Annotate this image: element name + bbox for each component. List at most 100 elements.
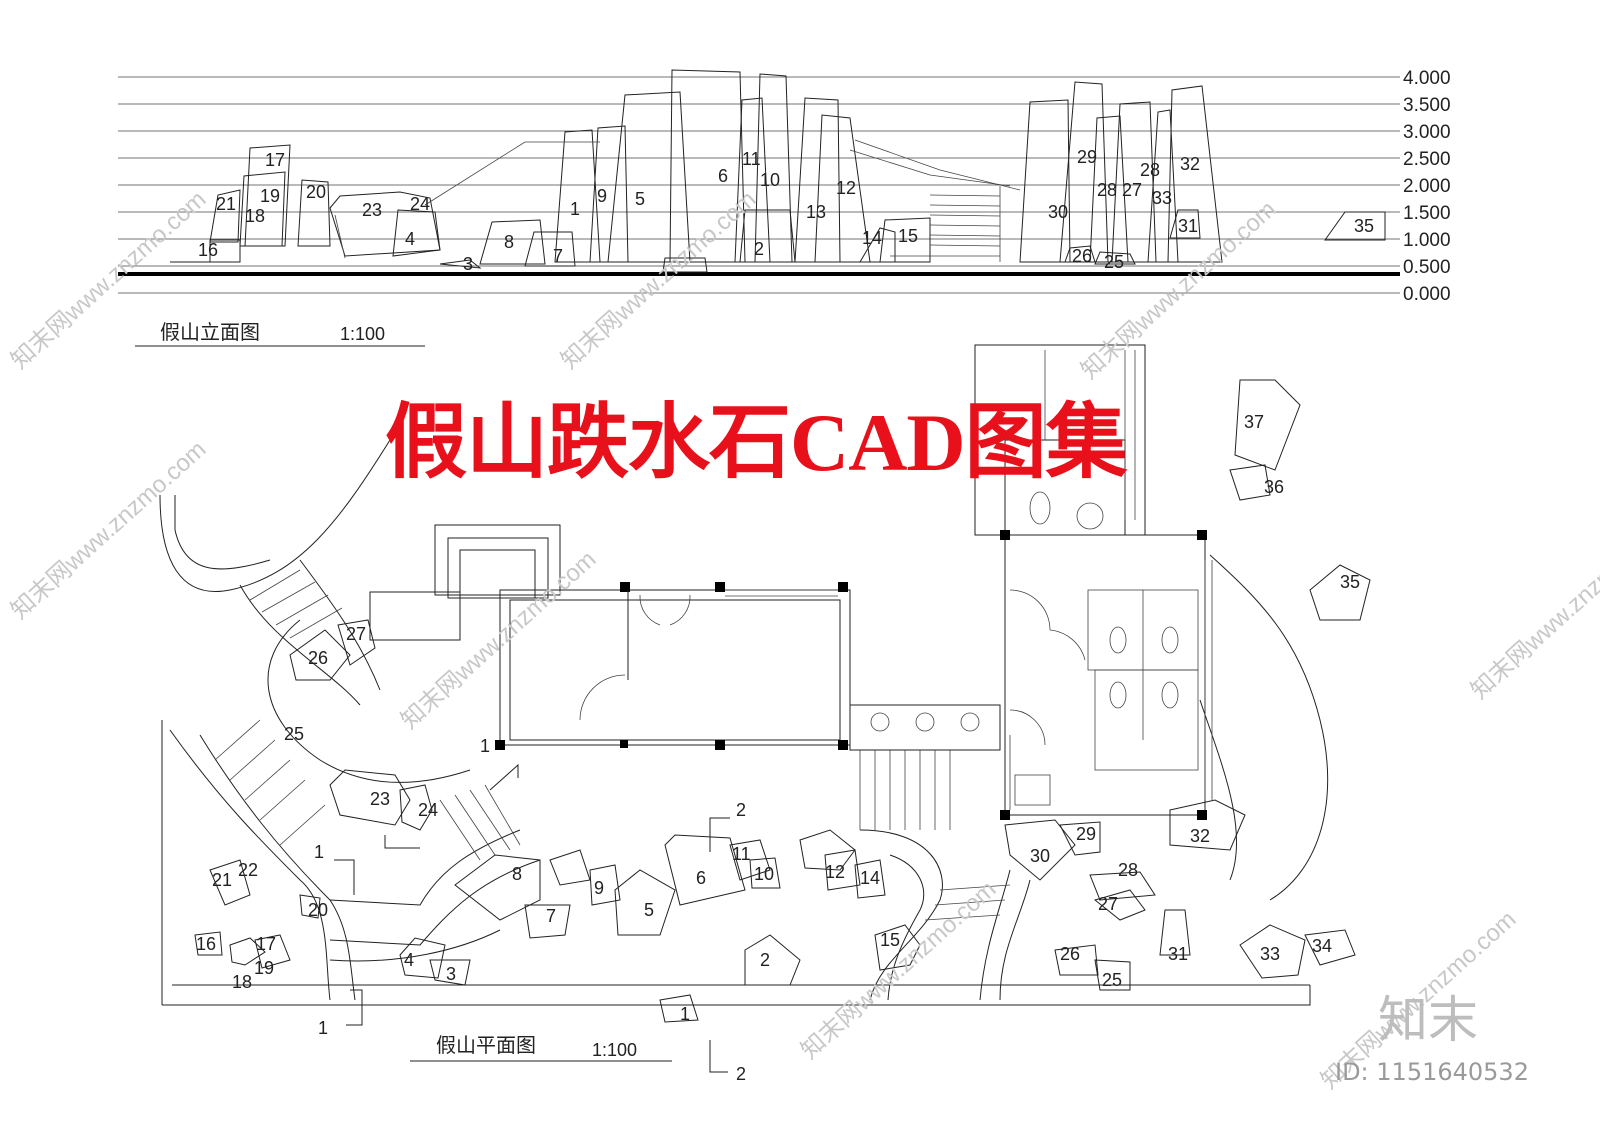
elev-stone-19: 19 (260, 186, 280, 206)
elev-stone-2: 2 (754, 239, 764, 259)
plan-stone-30: 30 (1030, 846, 1050, 866)
plan-stone-14: 14 (860, 868, 880, 888)
plan-stone-24: 24 (418, 800, 438, 820)
elev-stone-8: 8 (504, 232, 514, 252)
elev-stone-32: 32 (1180, 154, 1200, 174)
level-labels: 4.000 3.500 3.000 2.500 2.000 1.500 1.00… (1403, 68, 1451, 305)
plan-stone-7: 7 (546, 906, 556, 926)
watermark-text: 知末网www.znzmo.com (796, 876, 1001, 1065)
plan-stone-27: 27 (346, 624, 366, 644)
plan-stone-16: 16 (196, 934, 216, 954)
level-label-0000: 0.000 (1403, 284, 1451, 305)
plan-stone-27b: 27 (1098, 894, 1118, 914)
plan-stone-17: 17 (256, 934, 276, 954)
elev-stone-24: 24 (410, 194, 430, 214)
elev-stone-11: 11 (742, 149, 761, 169)
section-mark-1-bottom: 1 (318, 1018, 328, 1038)
level-label-0500: 0.500 (1403, 257, 1451, 278)
plan-stone-8: 8 (512, 864, 522, 884)
plan-caption: 假山平面图 1:100 (410, 1034, 672, 1062)
elev-stone-15: 15 (898, 226, 918, 246)
plan-stone-35: 35 (1340, 572, 1360, 592)
plan-stone-12: 12 (825, 862, 845, 882)
plan-scale: 1:100 (592, 1040, 637, 1060)
plan-stone-5: 5 (644, 900, 654, 920)
plan-view: 1 2 3 4 5 6 7 8 9 10 11 12 14 15 16 17 1… (159, 344, 1371, 1084)
plan-stone-21: 21 (212, 870, 232, 890)
watermark-text: 知末网www.znzmo.com (556, 186, 761, 375)
elev-stone-17: 17 (265, 150, 285, 170)
plan-stone-18: 18 (232, 972, 252, 992)
plan-stone-22: 22 (238, 860, 258, 880)
level-label-1500: 1.500 (1403, 203, 1451, 224)
plan-stone-25b: 25 (1102, 970, 1122, 990)
plan-rocks (194, 379, 1371, 1023)
elev-stone-12: 12 (836, 178, 856, 198)
plan-stone-20: 20 (308, 900, 328, 920)
elevation-caption: 假山立面图 1:100 (135, 321, 425, 347)
plan-stone-23: 23 (370, 789, 390, 809)
plan-caption-text: 假山平面图 (436, 1034, 536, 1057)
plan-stone-36: 36 (1264, 477, 1284, 497)
elev-stone-13: 13 (806, 202, 826, 222)
plan-stone-6: 6 (696, 868, 706, 888)
elev-stone-28: 28 (1097, 180, 1117, 200)
elev-stone-14: 14 (862, 228, 882, 248)
section-mark-2-bottom: 2 (736, 1064, 746, 1084)
plan-stone-9: 9 (594, 878, 604, 898)
plan-stone-1: 1 (680, 1004, 690, 1024)
plan-stone-10: 10 (754, 864, 774, 884)
plan-stone-37: 37 (1244, 412, 1264, 432)
elev-stone-1: 1 (570, 199, 580, 219)
section-markers: 1 1 1 2 2 (314, 736, 746, 1084)
elev-stone-23: 23 (362, 200, 382, 220)
plan-stone-34: 34 (1312, 936, 1332, 956)
elev-stone-35: 35 (1354, 216, 1374, 236)
plan-stone-11: 11 (732, 844, 751, 864)
plan-stone-29: 29 (1076, 824, 1096, 844)
page-title: 假山跌水石CAD图集 (385, 397, 1128, 488)
plan-stone-25: 25 (284, 724, 304, 744)
elev-stone-10: 10 (760, 170, 780, 190)
plan-stone-2: 2 (760, 950, 770, 970)
plan-stone-26: 26 (308, 648, 328, 668)
level-label-2500: 2.500 (1403, 149, 1451, 170)
elev-stone-27: 27 (1122, 180, 1142, 200)
plan-stone-26b: 26 (1060, 944, 1080, 964)
elevation-rocks (170, 69, 1386, 273)
elev-stone-6: 6 (718, 166, 728, 186)
elev-stone-26: 26 (1072, 246, 1092, 266)
plan-stone-32: 32 (1190, 826, 1210, 846)
elevation-scale: 1:100 (340, 324, 385, 344)
elevation-view: 4.000 3.500 3.000 2.500 2.000 1.500 1.00… (118, 68, 1451, 347)
elev-stone-9: 9 (597, 186, 607, 206)
level-label-3500: 3.500 (1403, 95, 1451, 116)
elev-stone-29: 29 (1077, 147, 1097, 167)
plan-stone-28: 28 (1118, 860, 1138, 880)
plan-stone-4: 4 (404, 950, 414, 970)
elev-stone-16: 16 (198, 240, 218, 260)
elevation-stone-labels: 16 17 18 19 20 21 23 24 4 3 8 7 1 9 5 6 … (198, 147, 1374, 274)
plan-stone-31: 31 (1168, 944, 1188, 964)
level-label-2000: 2.000 (1403, 176, 1451, 197)
id-label: ID: 1151640532 (1335, 1058, 1529, 1086)
elev-stone-20: 20 (306, 182, 326, 202)
watermark-text: 知末网www.znzmo.com (6, 436, 211, 625)
plan-stone-19: 19 (254, 958, 274, 978)
elevation-caption-text: 假山立面图 (160, 321, 260, 344)
level-label-1000: 1.000 (1403, 230, 1451, 251)
plan-stone-labels: 1 2 3 4 5 6 7 8 9 10 11 12 14 15 16 17 1… (196, 412, 1360, 1024)
section-mark-2-top: 2 (736, 800, 746, 820)
elev-stone-21: 21 (216, 194, 236, 214)
brand-logo: 知末 (1378, 991, 1478, 1049)
elev-stone-4: 4 (405, 229, 415, 249)
level-label-4000: 4.000 (1403, 68, 1451, 89)
elev-stone-28b: 28 (1140, 160, 1160, 180)
section-mark-1-mid: 1 (314, 842, 324, 862)
section-mark-1-top: 1 (480, 736, 490, 756)
watermark-text: 知末网www.znzmo.com (1466, 516, 1600, 705)
plan-stone-15: 15 (880, 930, 900, 950)
plan-outline (159, 439, 1329, 1006)
plan-building (369, 344, 1213, 820)
